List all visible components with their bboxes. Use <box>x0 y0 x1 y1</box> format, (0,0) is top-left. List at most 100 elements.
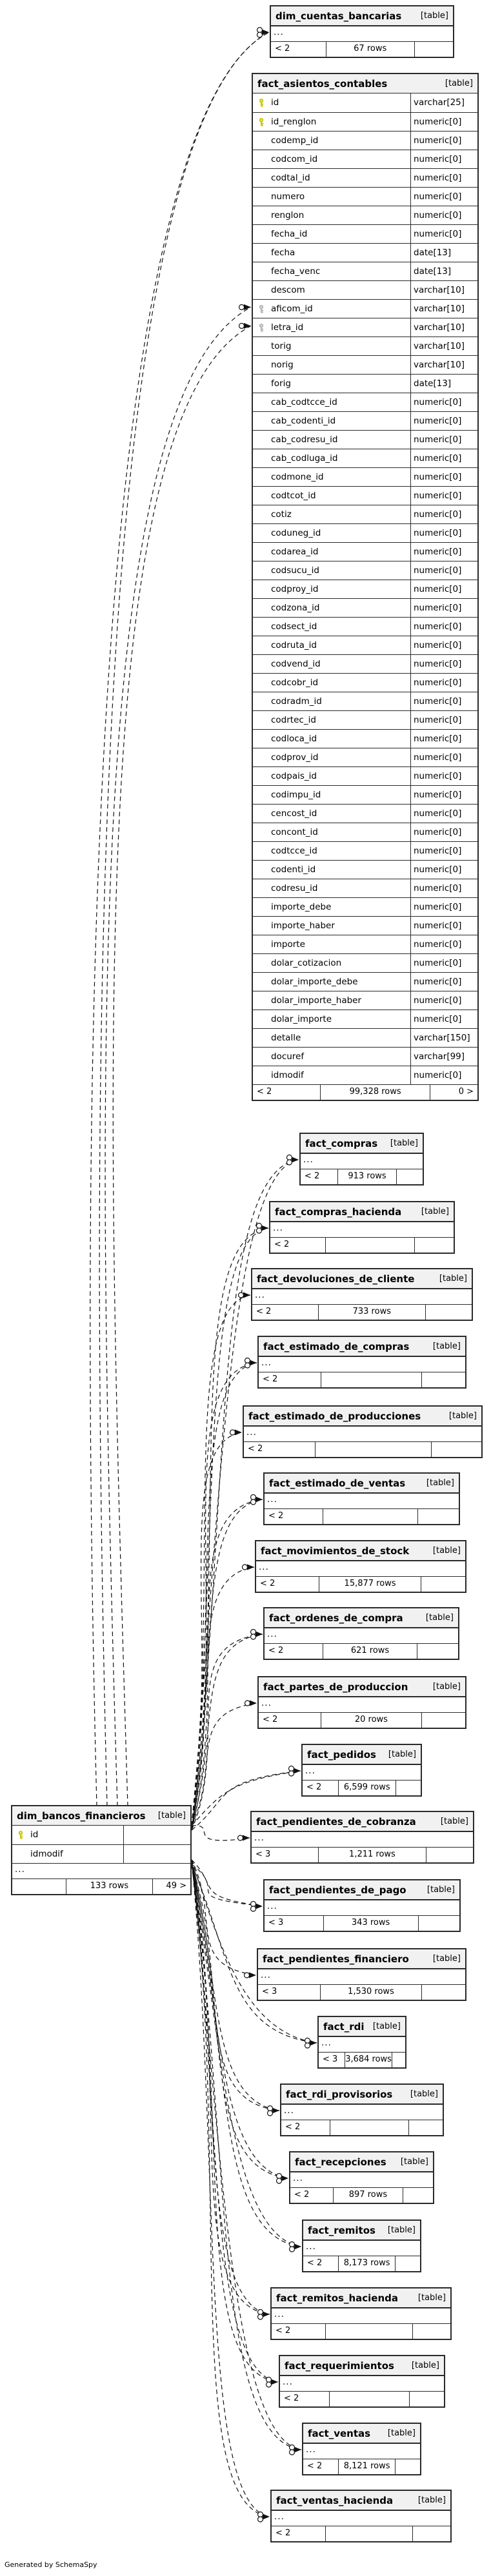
table-header[interactable]: fact_ordenes_de_compra[table] <box>265 1608 458 1628</box>
table-name[interactable]: fact_devoluciones_de_cliente <box>257 1273 415 1285</box>
table-header[interactable]: fact_movimientos_de_stock[table] <box>256 1541 465 1561</box>
table-name[interactable]: fact_remitos <box>308 2224 376 2236</box>
table-name[interactable]: fact_pendientes_de_cobranza <box>256 1815 416 1828</box>
table-header[interactable]: fact_remitos_hacienda[table] <box>272 2288 450 2308</box>
table-header[interactable]: fact_asientos_contables[table] <box>253 74 477 93</box>
table-header[interactable]: fact_compras[table] <box>301 1134 423 1153</box>
table-header[interactable]: fact_recepciones[table] <box>290 2152 433 2172</box>
table-fact_remitos_hacienda[interactable]: fact_remitos_hacienda[table]...< 2 <box>270 2287 452 2340</box>
table-header[interactable]: fact_requerimientos[table] <box>280 2356 444 2376</box>
table-fact_devoluciones_de_cliente[interactable]: fact_devoluciones_de_cliente[table]...< … <box>251 1268 473 1321</box>
table-fact_compras_hacienda[interactable]: fact_compras_hacienda[table]...< 2 <box>269 1201 455 1254</box>
table-header[interactable]: fact_estimado_de_compras[table] <box>259 1337 465 1356</box>
table-header[interactable]: fact_partes_de_produccion[table] <box>259 1677 465 1697</box>
columns-ellipsis: ... <box>258 1969 465 1984</box>
footer-children <box>413 2526 450 2541</box>
table-fact_ventas_hacienda[interactable]: fact_ventas_hacienda [table]...< 2 <box>270 2490 452 2542</box>
columns-ellipsis: ... <box>272 2510 450 2526</box>
table-fact_pendientes_de_cobranza[interactable]: fact_pendientes_de_cobranza[table]...< 3… <box>250 1811 474 1864</box>
column-type: numeric[0] <box>410 973 477 991</box>
table-header[interactable]: fact_pendientes_de_cobranza[table] <box>252 1812 473 1831</box>
column-name: codsucu_id <box>271 565 319 576</box>
column-row: id <box>12 1826 190 1844</box>
column-name: importe <box>271 939 305 950</box>
table-fact_estimado_de_compras[interactable]: fact_estimado_de_compras[table]...< 2 <box>257 1336 466 1389</box>
table-fact_requerimientos[interactable]: fact_requerimientos[table]...< 2 <box>279 2355 445 2408</box>
column-name: codsect_id <box>271 621 317 632</box>
table-header[interactable]: fact_pendientes_financiero[table] <box>258 1949 465 1969</box>
table-name[interactable]: fact_rdi <box>323 2020 365 2033</box>
table-name[interactable]: fact_estimado_de_producciones <box>248 1410 421 1422</box>
table-header[interactable]: fact_rdi[table] <box>319 2017 405 2036</box>
table-name[interactable]: fact_ventas <box>308 2427 371 2439</box>
table-name[interactable]: fact_remitos_hacienda <box>276 2292 399 2304</box>
table-name[interactable]: fact_pendientes_de_pago <box>269 1884 406 1896</box>
table-name[interactable]: fact_asientos_contables <box>257 77 388 90</box>
column-type: varchar[10] <box>410 356 477 374</box>
table-header[interactable]: fact_rdi_provisorios[table] <box>281 2085 443 2104</box>
table-header[interactable]: fact_pendientes_de_pago[table] <box>265 1880 459 1900</box>
column-type: numeric[0] <box>410 113 477 131</box>
table-name[interactable]: fact_partes_de_produccion <box>263 1681 408 1693</box>
table-name[interactable]: dim_bancos_financieros <box>17 1810 146 1822</box>
schemaspy-credit: Generated by SchemaSpy <box>5 2561 97 2569</box>
table-header[interactable]: fact_ventas[table] <box>303 2424 420 2443</box>
table-fact_estimado_de_ventas[interactable]: fact_estimado_de_ventas[table]...< 2 <box>263 1472 460 1525</box>
table-footer: < 2 <box>272 2526 450 2541</box>
footer-rowcount <box>325 1238 416 1253</box>
table-name[interactable]: fact_ordenes_de_compra <box>269 1612 403 1624</box>
table-header[interactable]: fact_pedidos[table] <box>303 1745 421 1764</box>
footer-degree: < 2 <box>263 1715 278 1724</box>
table-name[interactable]: fact_requerimientos <box>285 2359 394 2372</box>
table-header[interactable]: fact_compras_hacienda[table] <box>270 1202 454 1222</box>
table-header[interactable]: dim_bancos_financieros[table] <box>12 1806 190 1826</box>
table-header[interactable]: fact_devoluciones_de_cliente[table] <box>252 1269 472 1289</box>
table-name[interactable]: fact_pedidos <box>307 1748 376 1761</box>
table-tag: [table] <box>417 2495 446 2505</box>
table-header[interactable]: fact_estimado_de_ventas[table] <box>265 1474 459 1493</box>
table-name[interactable]: fact_movimientos_de_stock <box>261 1545 410 1557</box>
column-name: codresu_id <box>271 883 318 893</box>
column-name: codrtec_id <box>271 715 316 725</box>
columns-ellipsis: ... <box>270 1222 454 1237</box>
table-name[interactable]: fact_compras <box>305 1137 378 1149</box>
table-name[interactable]: fact_recepciones <box>295 2156 386 2168</box>
table-name[interactable]: dim_cuentas_bancarias <box>276 10 402 22</box>
table-name[interactable]: fact_compras_hacienda <box>275 1205 402 1218</box>
table-fact_estimado_de_producciones[interactable]: fact_estimado_de_producciones[table]...<… <box>243 1405 483 1458</box>
column-type: numeric[0] <box>410 505 477 523</box>
table-name[interactable]: fact_pendientes_financiero <box>263 1953 409 1965</box>
table-header[interactable]: dim_cuentas_bancarias[table] <box>271 6 453 26</box>
table-name[interactable]: fact_estimado_de_compras <box>263 1340 410 1352</box>
footer-rowcount: 1,211 rows <box>317 1848 426 1862</box>
table-header[interactable]: fact_ventas_hacienda [table] <box>272 2491 450 2510</box>
table-header[interactable]: fact_estimado_de_producciones[table] <box>244 1407 481 1426</box>
table-name[interactable]: fact_ventas_hacienda <box>276 2494 394 2506</box>
table-header[interactable]: fact_remitos[table] <box>303 2221 420 2240</box>
table-fact_rdi_provisorios[interactable]: fact_rdi_provisorios[table]...< 2 <box>280 2083 444 2136</box>
table-name[interactable]: fact_estimado_de_ventas <box>269 1477 406 1489</box>
table-name[interactable]: fact_rdi_provisorios <box>286 2088 393 2100</box>
